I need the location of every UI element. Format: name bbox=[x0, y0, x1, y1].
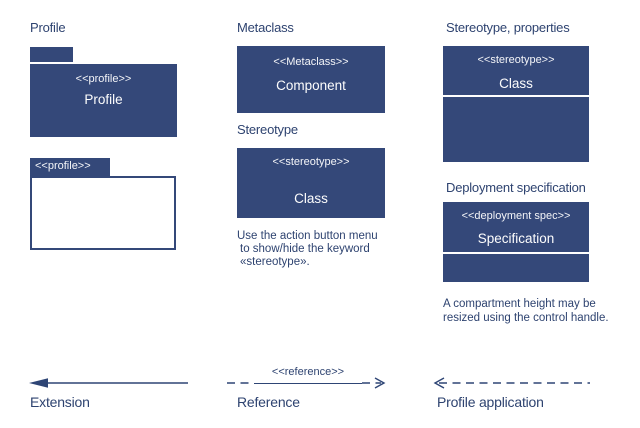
section-title-metaclass: Metaclass bbox=[237, 20, 294, 35]
section-title-stereotype-properties: Stereotype, properties bbox=[446, 20, 570, 35]
profile-shape-tab[interactable] bbox=[30, 47, 73, 62]
profile-application-connector[interactable] bbox=[433, 376, 593, 390]
empty-profile-stereotype-keyword: <<profile>> bbox=[35, 160, 91, 172]
reference-keyword: <<reference>> bbox=[254, 366, 362, 384]
metaclass-shape-name: Component bbox=[276, 78, 346, 93]
caption-stereotype-keyword-note: Use the action button menu to show/hide … bbox=[237, 230, 378, 269]
caption-line: to show/hide the keyword bbox=[240, 243, 370, 255]
metaclass-shape[interactable]: <<Metaclass>> Component bbox=[237, 46, 385, 113]
caption-line: «stereotype». bbox=[240, 256, 310, 268]
caption-compartment-resize-note: A compartment height may be resized usin… bbox=[443, 297, 609, 325]
profile-stereotype-keyword: <<profile>> bbox=[75, 73, 132, 85]
deployment-stereotype-keyword: <<deployment spec>> bbox=[461, 210, 571, 222]
empty-profile-shape-body[interactable] bbox=[30, 176, 176, 250]
filled-arrowhead-icon bbox=[29, 378, 48, 388]
open-arrowhead-icon bbox=[433, 377, 445, 389]
open-arrowhead-icon bbox=[374, 377, 386, 389]
stereotype-shape-name: Class bbox=[294, 191, 328, 206]
section-title-profile: Profile bbox=[30, 20, 66, 35]
caption-line: resized using the control handle. bbox=[443, 312, 609, 324]
deployment-shape-name: Specification bbox=[477, 231, 555, 246]
stereotype-stereotype-keyword: <<stereotype>> bbox=[272, 156, 350, 168]
caption-line: Use the action button menu bbox=[237, 230, 378, 242]
compartment-separator bbox=[443, 95, 589, 97]
deployment-specification-shape[interactable]: <<deployment spec>> Specification bbox=[443, 202, 589, 282]
profile-shape[interactable]: <<profile>> Profile bbox=[30, 64, 177, 137]
compartment-separator bbox=[443, 252, 589, 254]
profile-application-connector-label: Profile application bbox=[437, 394, 544, 410]
profile-shape-name: Profile bbox=[84, 92, 123, 107]
stereotype-properties-name: Class bbox=[499, 76, 533, 91]
reference-connector-label: Reference bbox=[237, 394, 300, 410]
stereotype-shape[interactable]: <<stereotype>> Class bbox=[237, 148, 385, 218]
stereotype-properties-shape[interactable]: <<stereotype>> Class bbox=[443, 46, 589, 162]
stereotype-properties-keyword: <<stereotype>> bbox=[477, 54, 555, 66]
section-title-stereotype: Stereotype bbox=[237, 122, 298, 137]
metaclass-stereotype-keyword: <<Metaclass>> bbox=[273, 56, 349, 68]
extension-connector-label: Extension bbox=[30, 394, 90, 410]
caption-line: A compartment height may be bbox=[443, 298, 596, 310]
section-title-deployment-specification: Deployment specification bbox=[446, 180, 586, 195]
empty-profile-shape-tab[interactable]: <<profile>> bbox=[30, 158, 110, 176]
extension-connector[interactable] bbox=[28, 376, 190, 390]
